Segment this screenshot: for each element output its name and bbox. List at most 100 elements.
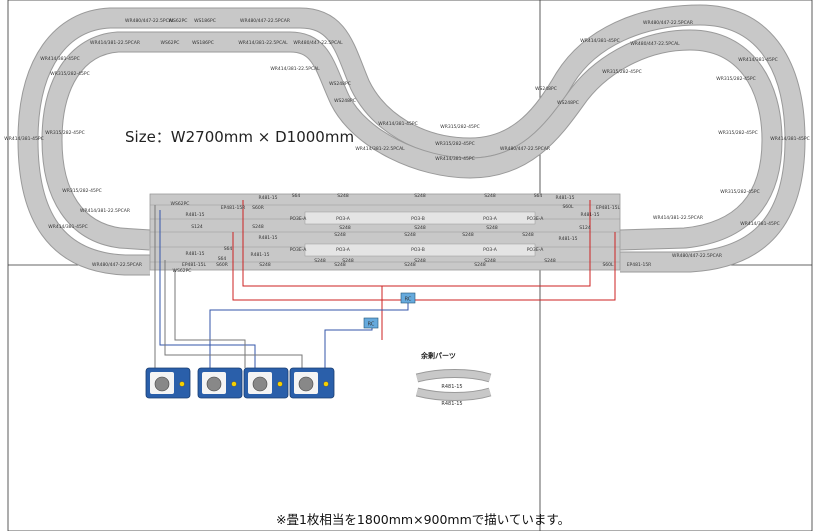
track-label-station: S248 — [486, 225, 498, 231]
platform-1 — [304, 211, 536, 225]
track-label-station: S248 — [334, 262, 346, 268]
track-label-station: S124 — [579, 225, 591, 231]
track-label-outer: WS62PC — [169, 18, 188, 24]
controller-knob — [298, 376, 314, 392]
track-label-station: PO3E-A — [290, 216, 307, 222]
track-label-outer: WR480/447-22.5PCAR — [92, 262, 142, 268]
controller-indicator — [179, 381, 185, 387]
track-label-outer: WR414/381-22.5PCAL — [270, 66, 320, 72]
track-label-station: S248 — [404, 262, 416, 268]
track-label-station: PO3E-A — [527, 216, 544, 222]
wire-gray-3 — [174, 270, 246, 368]
track-label-outer: WR315/282-45PC — [435, 141, 474, 147]
track-label-outer: WR414/381-22.5PCAL — [238, 40, 288, 46]
wire-red-1 — [242, 200, 591, 287]
track-label-station: PO3E-A — [290, 247, 307, 253]
track-label-station: S60L — [562, 204, 574, 210]
track-label-station: S60R — [252, 205, 264, 211]
track-label-station: EP481-15R — [627, 262, 652, 268]
track-label-outer: WR315/282-45PC — [720, 189, 759, 195]
track-label-outer: WR315/282-45PC — [602, 69, 641, 75]
track-label-station: S248 — [522, 232, 534, 238]
track-label-outer: WR315/282-45PC — [718, 130, 757, 136]
track-label-station: EP481-15L — [596, 205, 620, 211]
controller-knob — [154, 376, 170, 392]
track-label-outer: WR414/381-45PC — [4, 136, 43, 142]
track-label-station: S60L — [602, 262, 614, 268]
track-label-station: S248 — [342, 258, 354, 264]
track-label-station: PO3-B — [411, 247, 425, 253]
track-label-station: S248 — [404, 232, 416, 238]
inner-loop-track — [42, 30, 782, 250]
wire-blue-3 — [159, 210, 256, 368]
track-label-outer: WR480/447-22.5PCAR — [240, 18, 290, 24]
rc-connector-label: RC — [368, 322, 375, 328]
track-label-outer: WR414/381-45PC — [738, 57, 777, 63]
track-label-station: PO3-A — [336, 247, 351, 253]
track-label-outer: WR480/447-22.5PCAL — [293, 40, 343, 46]
track-label-station: S124 — [191, 224, 203, 230]
spare-curve-2-fill — [416, 388, 492, 400]
controller-knob — [252, 376, 268, 392]
track-label-outer: WS62PC — [161, 40, 180, 46]
footer-note: ※畳1枚相当を1800mm×900mmで描いています。 — [276, 512, 571, 527]
track-label-station: S248 — [252, 224, 264, 230]
track-label-station: S248 — [334, 232, 346, 238]
track-label-outer: WR315/282-45PC — [716, 76, 755, 82]
size-label: Size：W2700mm × D1000mm — [125, 128, 355, 146]
grid-outer-border — [7, 0, 813, 531]
track-label-outer: WR414/381-22.5PCAL — [355, 146, 405, 152]
track-label-outer: WR480/447-22.5PCAL — [630, 41, 680, 47]
track-label-station: S248 — [474, 262, 486, 268]
track-label-station: PO3-B — [411, 216, 425, 222]
track-label-outer: WR480/447-22.5PCAR — [500, 146, 550, 152]
track-label-station: PO3E-A — [527, 247, 544, 253]
track-label-outer: WR480/447-22.5PCAR — [672, 253, 722, 259]
wire-gray-2 — [164, 260, 303, 368]
track-label-outer: WR414/381-45PC — [580, 38, 619, 44]
track-label-station: S248 — [462, 232, 474, 238]
track-label-station: S64 — [218, 256, 227, 262]
track-label-station: S64 — [292, 193, 301, 199]
track-label-outer: WR315/282-45PC — [50, 71, 89, 77]
track-label-station: S60R — [216, 262, 228, 268]
track-label-outer: WR315/282-45PC — [45, 130, 84, 136]
track-label-station: S248 — [414, 193, 426, 199]
track-label-outer: WR414/381-22.5PCAR — [90, 40, 140, 46]
spare-curve-1-fill — [416, 370, 492, 382]
track-label-station: EP481-15R — [221, 205, 246, 211]
track-label-station: R481-15 — [185, 251, 204, 257]
track-label-station: S64 — [534, 193, 543, 199]
track-label-station: R481-15 — [558, 236, 577, 242]
rc-connector-2 — [363, 317, 379, 329]
track-label-station: EP481-15L — [182, 262, 206, 268]
platform-2 — [304, 243, 536, 257]
track-label-outer: WS248PC — [334, 98, 356, 104]
track-label-station: R481-15 — [250, 252, 269, 258]
track-label-outer: WS186PC — [192, 40, 214, 46]
track-label-outer: WR414/381-45PC — [435, 156, 474, 162]
track-label-station: R481-15 — [555, 195, 574, 201]
track-label-station: PO3-A — [336, 216, 351, 222]
track-label-outer: WS248PC — [329, 81, 351, 87]
track-label-station: R481-15 — [185, 212, 204, 218]
track-label-outer: WR414/381-22.5PCAR — [653, 215, 703, 221]
track-label-outer: WS62PC — [171, 201, 190, 207]
controller-knob — [206, 376, 222, 392]
spare-part-label-2: R481-15 — [441, 401, 462, 407]
controller-indicator — [323, 381, 329, 387]
rc-connector-label: RC — [405, 297, 412, 303]
track-label-outer: WR414/381-45PC — [48, 224, 87, 230]
spare-parts-title: 余剰パーツ — [421, 352, 456, 360]
track-label-station: S248 — [414, 225, 426, 231]
track-label-station: S248 — [414, 258, 426, 264]
track-label-outer: WS248PC — [557, 100, 579, 106]
track-label-station: S248 — [484, 193, 496, 199]
track-label-outer: WR480/447-22.5PCAL — [125, 18, 175, 24]
controller-indicator — [277, 381, 283, 387]
track-label-outer: WR414/381-45PC — [378, 121, 417, 127]
track-label-station: S248 — [544, 258, 556, 264]
track-label-outer: WR414/381-45PC — [770, 136, 809, 142]
